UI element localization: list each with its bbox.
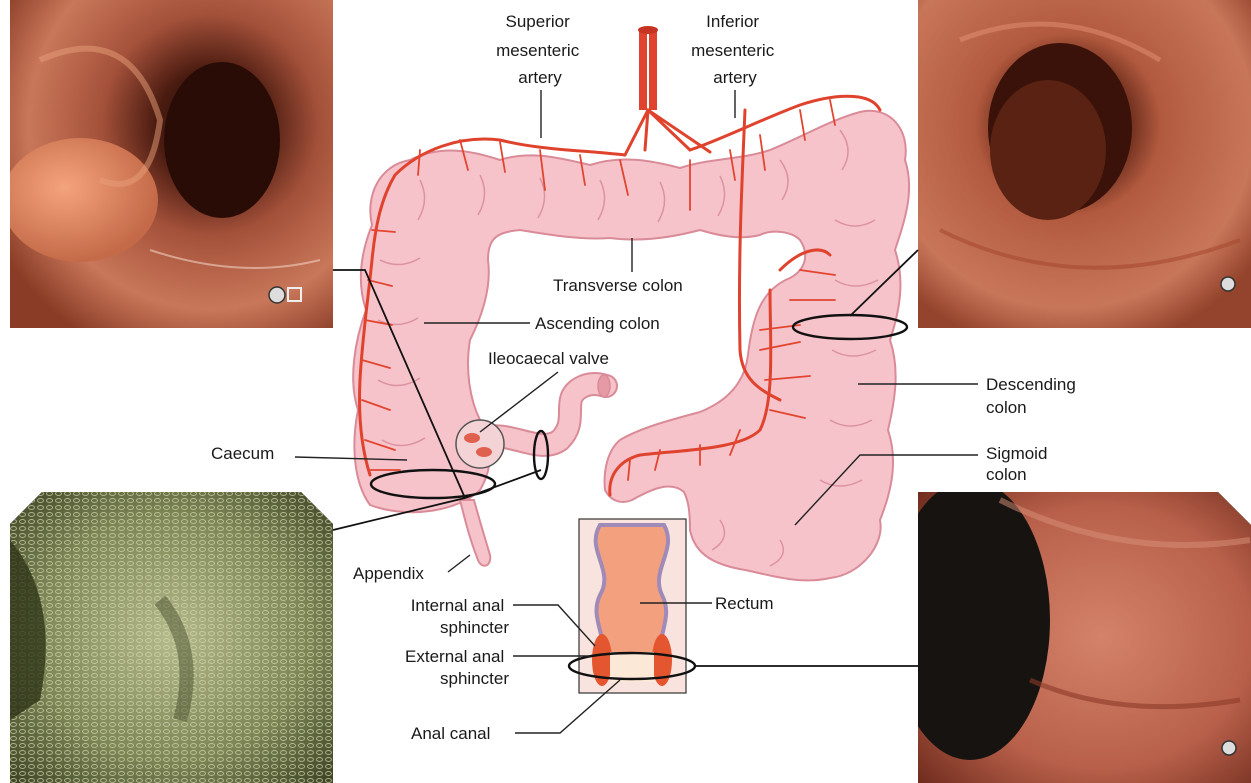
- label-anal-canal: Anal canal: [411, 724, 490, 743]
- photo-bottom-left: [10, 492, 333, 783]
- rectum-detail: [579, 519, 686, 693]
- label-external-anal-sphincter: External anal sphincter: [405, 647, 509, 688]
- label-rectum: Rectum: [715, 594, 774, 613]
- label-sigmoid-colon: Sigmoid colon: [986, 444, 1052, 484]
- label-appendix: Appendix: [353, 564, 424, 583]
- photo-top-right: [918, 0, 1251, 328]
- colon-illustration: [333, 26, 918, 693]
- label-descending-colon: Descending colon: [986, 375, 1081, 417]
- label-inferior-mesenteric-artery: Inferior mesenteric artery: [691, 12, 779, 87]
- label-transverse-colon: Transverse colon: [553, 276, 683, 295]
- label-ileocaecal-valve: Ileocaecal valve: [488, 349, 609, 368]
- appendix-shape: [460, 500, 490, 566]
- label-superior-mesenteric-artery: Superior mesenteric artery: [496, 12, 584, 87]
- label-internal-anal-sphincter: Internal anal sphincter: [411, 596, 510, 637]
- photo-bottom-right: [890, 480, 1251, 783]
- photo-top-left: [0, 0, 400, 328]
- endoscope-logo-icon: [1221, 277, 1235, 291]
- label-caecum: Caecum: [211, 444, 274, 463]
- ileocaecal-valve-detail: [456, 420, 504, 468]
- endoscope-logo-icon: [1222, 741, 1236, 755]
- colon-body: [353, 111, 909, 581]
- label-ascending-colon: Ascending colon: [535, 314, 660, 333]
